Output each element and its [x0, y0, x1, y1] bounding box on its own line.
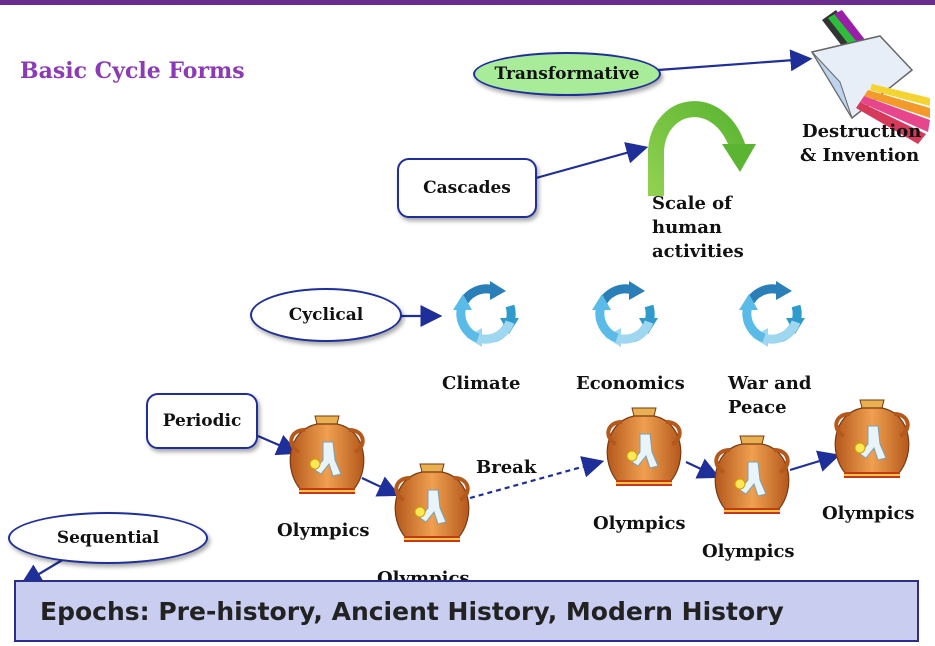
break-label: Break — [476, 457, 537, 478]
scale-arc-icon — [648, 101, 756, 196]
cyclical-node: Cyclical — [250, 288, 402, 342]
scale-label-line2: human — [652, 217, 722, 238]
epochs-bar: Epochs: Pre-history, Ancient History, Mo… — [14, 580, 919, 642]
periodic-node: Periodic — [146, 393, 258, 449]
olympics-arrow-1 — [361, 476, 400, 497]
war-and-label: War and — [728, 373, 812, 394]
transformative-node: Transformative — [473, 52, 661, 96]
olympic-vase-icon — [393, 462, 471, 544]
war-peace-cycle-icon — [739, 281, 805, 347]
olympic-vase-icon — [605, 406, 683, 488]
olympics-arrow-3 — [789, 450, 841, 472]
olympic-vase-icon — [833, 398, 911, 480]
scale-label-line1: Scale of — [652, 193, 732, 214]
olympics-arrow-2 — [685, 458, 720, 479]
olympics-label: Olympics — [277, 520, 370, 541]
top-bar — [0, 0, 935, 5]
olympic-vase-icon — [713, 434, 791, 516]
peace-label: Peace — [728, 397, 787, 418]
climate-label: Climate — [442, 373, 521, 394]
sequential-node: Sequential — [8, 512, 208, 564]
cascades-arrow — [535, 142, 649, 180]
climate-cycle-icon — [453, 281, 519, 347]
destruction-label-line1: Destruction — [802, 121, 922, 142]
scale-label-line3: activities — [652, 241, 744, 262]
olympic-vase-icon — [288, 414, 366, 496]
periodic-arrow — [257, 434, 300, 456]
break-arrow — [469, 456, 605, 500]
page-title: Basic Cycle Forms — [20, 58, 245, 84]
cascades-node: Cascades — [397, 158, 537, 218]
olympics-label: Olympics — [593, 513, 686, 534]
economics-cycle-icon — [592, 281, 658, 347]
economics-label: Economics — [576, 373, 685, 394]
epochs-text: Epochs: Pre-history, Ancient History, Mo… — [40, 596, 784, 626]
olympics-label: Olympics — [822, 503, 915, 524]
destruction-label-line2: & Invention — [800, 145, 920, 166]
olympics-label: Olympics — [702, 541, 795, 562]
transformative-arrow — [657, 49, 813, 72]
prism-icon — [810, 10, 930, 144]
